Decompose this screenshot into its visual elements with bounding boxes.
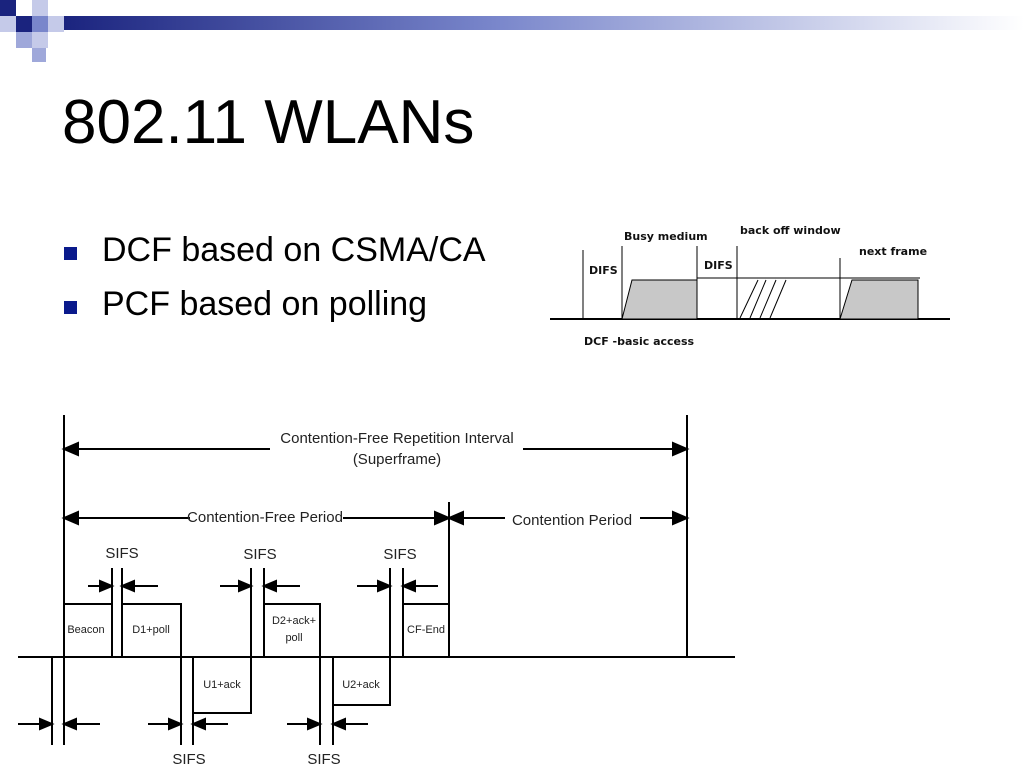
sifs-label-5: SIFS bbox=[307, 751, 340, 768]
bullet-item-dcf: DCF based on CSMA/CA bbox=[62, 230, 502, 270]
header-decoration bbox=[0, 0, 1024, 62]
beacon-label: Beacon bbox=[67, 624, 104, 636]
cf-end-label: CF-End bbox=[407, 624, 445, 636]
sifs-label-2: SIFS bbox=[243, 546, 276, 563]
difs-label-2: DIFS bbox=[704, 259, 733, 272]
dcf-diagram bbox=[550, 246, 950, 320]
busy-medium-block bbox=[621, 279, 698, 320]
backoff-slashes bbox=[739, 279, 787, 319]
d2-label-line1: D2+ack+ bbox=[272, 615, 316, 627]
d2-label-line2: poll bbox=[285, 632, 302, 644]
superframe-label-line2: (Superframe) bbox=[353, 451, 441, 468]
u2-ack-label: U2+ack bbox=[342, 679, 380, 691]
bullet-item-pcf: PCF based on polling bbox=[62, 284, 502, 324]
next-frame-label: next frame bbox=[859, 245, 927, 258]
sifs-label-1: SIFS bbox=[105, 545, 138, 562]
d1-poll-label: D1+poll bbox=[132, 624, 170, 636]
dcf-caption: DCF -basic access bbox=[584, 335, 695, 348]
busy-medium-label: Busy medium bbox=[624, 230, 708, 243]
difs-label-1: DIFS bbox=[589, 264, 618, 277]
bullet-text-dcf: DCF based on CSMA/CA bbox=[102, 231, 486, 269]
sifs-label-3: SIFS bbox=[383, 546, 416, 563]
pcf-diagram bbox=[18, 415, 735, 745]
next-frame-block bbox=[839, 279, 919, 320]
back-off-window-label: back off window bbox=[740, 224, 841, 237]
superframe-label-line1: Contention-Free Repetition Interval bbox=[280, 430, 513, 447]
bullet-list: DCF based on CSMA/CA PCF based on pollin… bbox=[62, 230, 502, 338]
square-bullet-icon bbox=[64, 301, 77, 314]
sifs-label-4: SIFS bbox=[172, 751, 205, 768]
bullet-text-pcf: PCF based on polling bbox=[102, 285, 428, 323]
u1-ack-label: U1+ack bbox=[203, 679, 241, 691]
cfp-label: Contention-Free Period bbox=[187, 509, 343, 526]
d2-ack-poll-frame bbox=[263, 603, 321, 657]
square-bullet-icon bbox=[64, 247, 77, 260]
slide-title: 802.11 WLANs bbox=[62, 88, 475, 157]
cp-label: Contention Period bbox=[512, 512, 632, 529]
